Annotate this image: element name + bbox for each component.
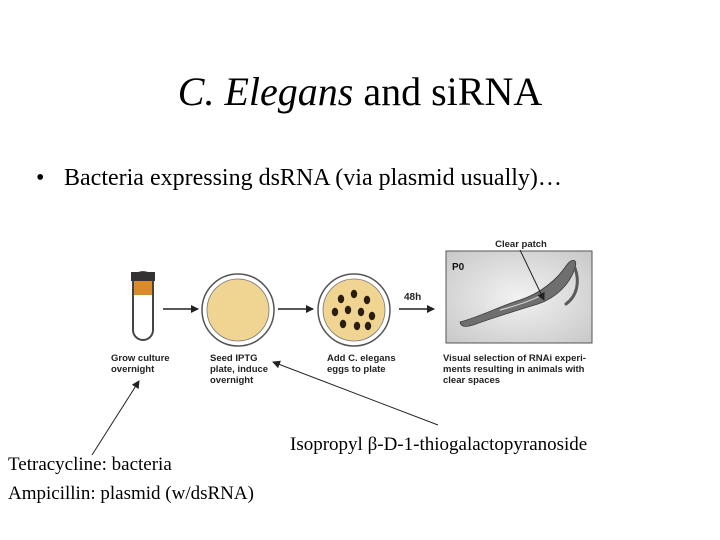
caption-visual-selection: Visual selection of RNAi experi- ments r…: [443, 353, 586, 386]
culture-tube: [131, 271, 155, 341]
antibiotic-annotation-arrow: [91, 380, 140, 456]
label-48h: 48h: [404, 292, 421, 303]
title-rest: and siRNA: [353, 69, 543, 114]
antibiotic-annotation-line1: Tetracycline: bacteria: [8, 454, 172, 475]
bullet-text: Bacteria expressing dsRNA (via plasmid u…: [64, 165, 562, 191]
iptg-annotation-arrow: [272, 360, 439, 426]
egg-plate: [317, 273, 391, 347]
eggs-cluster: [331, 289, 376, 331]
title-organism: C. Elegans: [177, 69, 354, 114]
tube-cap: [131, 272, 155, 281]
caption-seed-iptg: Seed IPTG plate, induce overnight: [210, 353, 269, 386]
iptg-annotation: Isopropyl β-D-1-thiogalactopyranoside: [290, 434, 588, 455]
label-p0: P0: [452, 262, 465, 273]
bullet-item: • Bacteria expressing dsRNA (via plasmid …: [36, 163, 562, 193]
bullet-marker: •: [36, 165, 45, 191]
iptg-plate: [201, 273, 275, 347]
culture-liquid: [134, 281, 152, 295]
antibiotic-annotation-line2: Ampicillin: plasmid (w/dsRNA): [8, 483, 254, 504]
worm-photo: P0: [445, 249, 593, 344]
plate-agar: [206, 278, 270, 342]
clear-patch-region: [499, 295, 541, 311]
caption-grow-culture: Grow culture overnight: [111, 353, 170, 375]
slide-title: C. Elegans and siRNA: [0, 66, 720, 118]
clear-patch-pointer: [519, 249, 545, 301]
label-clear-patch: Clear patch: [495, 239, 547, 250]
caption-add-eggs: Add C. elegans eggs to plate: [327, 353, 396, 375]
